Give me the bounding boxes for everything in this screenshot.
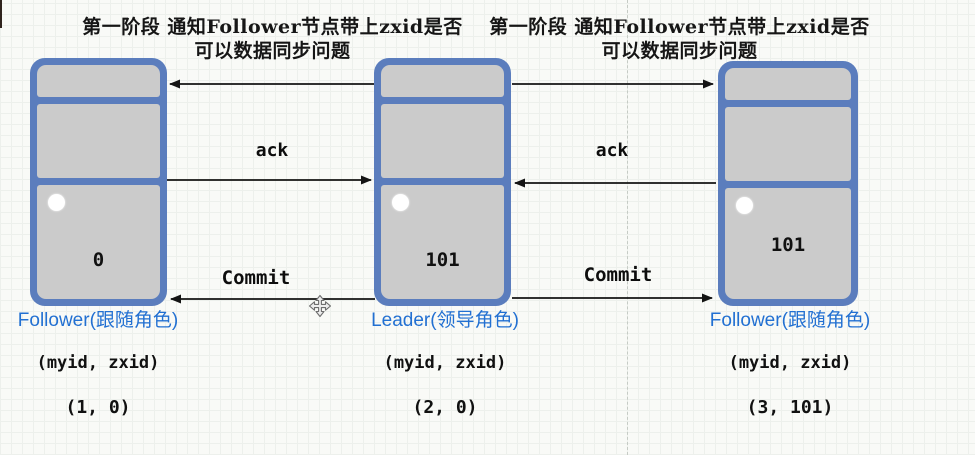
phase-annotation-right-line2: 可以数据同步问题 (601, 40, 758, 62)
server-section-bottom: 101 (725, 188, 851, 299)
server-section-middle (381, 104, 504, 178)
phase-annotation-right-line1: 第一阶段 通知Follower节点带上zxid是否 (489, 16, 870, 38)
server-section-top (725, 68, 851, 100)
tuple-label: (myid, zxid) (728, 353, 852, 373)
server-section-bottom: 101 (381, 185, 504, 299)
server-zxid-value: 101 (425, 249, 460, 271)
tuple-label: (myid, zxid) (383, 353, 507, 373)
phase-annotation-left: 第一阶段 通知Follower节点带上zxid是否 可以数据同步问题 (60, 15, 485, 63)
tuple-label: (myid, zxid) (36, 353, 160, 373)
tuple-value: (3, 101) (746, 397, 834, 418)
vertical-guide-line (627, 0, 628, 455)
server-zxid-value: 0 (92, 249, 105, 271)
phase-annotation-right: 第一阶段 通知Follower节点带上zxid是否 可以数据同步问题 (467, 15, 892, 63)
server-shape-follower-right[interactable]: 101 (718, 61, 858, 306)
caption-column-follower-right: Follower(跟随角色) (myid, zxid) (3, 101) (695, 309, 885, 418)
server-section-middle (37, 104, 160, 178)
ack-label-left: ack (255, 140, 289, 161)
tuple-value: (1, 0) (65, 397, 131, 418)
phase-annotation-left-line1: 第一阶段 通知Follower节点带上zxid是否 (82, 16, 463, 38)
ack-label-right: ack (595, 140, 629, 161)
led-dot-icon (392, 194, 409, 211)
phase-annotation-left-line2: 可以数据同步问题 (194, 40, 351, 62)
window-edge-artifact (0, 0, 2, 28)
role-label: Follower(跟随角色) (709, 310, 871, 331)
server-section-middle (725, 107, 851, 181)
server-shape-follower-left[interactable]: 0 (30, 58, 167, 306)
caption-column-follower-left: Follower(跟随角色) (myid, zxid) (1, 0) (3, 309, 193, 418)
server-section-top (381, 65, 504, 97)
led-dot-icon (48, 194, 65, 211)
role-label: Leader(领导角色) (371, 310, 519, 331)
server-section-bottom: 0 (37, 185, 160, 299)
commit-label-right: Commit (583, 264, 653, 286)
server-zxid-value: 101 (770, 234, 806, 256)
tuple-value: (2, 0) (412, 397, 478, 418)
server-shape-leader[interactable]: 101 (374, 58, 511, 306)
move-cursor-icon[interactable] (308, 294, 332, 318)
role-label: Follower(跟随角色) (17, 310, 179, 331)
led-dot-icon (736, 197, 753, 214)
caption-column-leader: Leader(领导角色) (myid, zxid) (2, 0) (350, 309, 540, 418)
server-section-top (37, 65, 160, 97)
commit-label-left: Commit (221, 267, 291, 289)
